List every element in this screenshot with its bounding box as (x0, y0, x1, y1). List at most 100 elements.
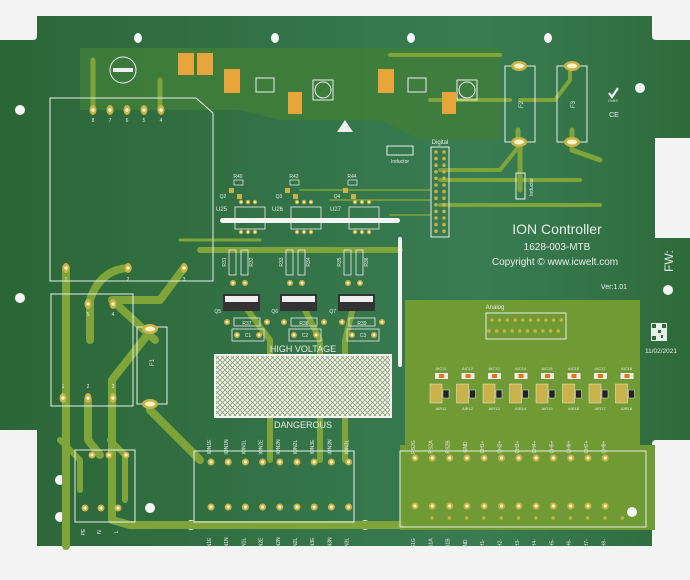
ion-pad-top (345, 458, 353, 466)
power-input-outline (74, 449, 136, 523)
driver-pad (359, 199, 365, 205)
power-pin (114, 504, 122, 512)
analog-pad-top (515, 454, 523, 462)
air-label: AIR17 (594, 406, 606, 411)
triac-pad (264, 319, 270, 325)
high-voltage-mesh (214, 354, 392, 418)
ion-bottom-label: ION1L (241, 538, 247, 553)
cap-pad (256, 332, 262, 338)
driver-resistor-label: R40 (233, 174, 242, 180)
driver-transistor-label: Q4 (334, 194, 341, 200)
analog-bottom-label: CH3- (515, 539, 521, 551)
triac-resistor-label: R37 (242, 321, 251, 327)
driver-transistor-label: Q3 (276, 194, 283, 200)
esd-warning-icon (337, 120, 353, 132)
ion-top-label: ION1E (207, 439, 213, 455)
analog-pad-bottom (480, 502, 488, 510)
analog-pad-top (480, 454, 488, 462)
driver-ic-label: U27 (330, 207, 342, 213)
aic-label: AIC17 (594, 366, 606, 371)
analog-top-label: RS2A (428, 440, 434, 454)
triac-resistor-label: R34 (306, 257, 312, 266)
driver-pad (245, 229, 251, 235)
driver-pad (352, 229, 358, 235)
driver-ic-label: U26 (272, 207, 284, 213)
aic-label: AIC12 (462, 366, 474, 371)
driver-pad (301, 199, 307, 205)
cap-pad (349, 332, 355, 338)
ion-top-label: ION3E (310, 439, 316, 455)
inductor-2-label: Inductor (529, 178, 535, 196)
ion-pad-top (241, 458, 249, 466)
analog-bottom-label: CH6- (567, 539, 573, 551)
analog-top-label: RS2G (411, 440, 417, 454)
analog-top-label: CH4+ (532, 440, 538, 453)
driver-resistor-label: R44 (347, 174, 356, 180)
analog-pad-top (532, 454, 540, 462)
ion-top-label: ION1L (241, 440, 247, 455)
analog-bottom-label: CH8- (601, 539, 607, 551)
analog-input-components: AIC11AIR11AIC12AIR12AIC13AIR13AIC14AIR14… (429, 366, 635, 411)
analog-pad-bottom (532, 502, 540, 510)
air-label: AIR11 (436, 406, 448, 411)
dangerous-label: DANGEROUS (274, 420, 332, 430)
board-title: ION Controller (512, 221, 602, 237)
analog-top-label: CH8+ (601, 440, 607, 453)
fuse-pads (142, 61, 580, 409)
transformer-pin-label: 5 (87, 312, 90, 318)
air-label: AIR18 (621, 406, 633, 411)
analog-top-label: CH1+ (480, 440, 486, 453)
ion-pad-top (259, 458, 267, 466)
ion-connector-outline (193, 450, 355, 523)
analog-pad-bottom (567, 502, 575, 510)
digital-label: Digital (432, 140, 449, 146)
digital-header-pins (434, 150, 446, 233)
analog-top-label: CH5+ (549, 440, 555, 453)
relay-pin-label: 5 (143, 118, 146, 124)
transformer-pin-label: 4 (112, 312, 115, 318)
analog-pad-bottom (411, 502, 419, 510)
cap-pad (234, 332, 240, 338)
cap-pad (291, 332, 297, 338)
analog-pad-bottom (428, 502, 436, 510)
ion-top-label: ION1N (224, 439, 230, 455)
power-pin-label: L (114, 530, 120, 533)
analog-bottom-label: CH2- (498, 539, 504, 551)
ion-top-label: ION2N (276, 439, 282, 455)
transformer-outline (50, 293, 134, 407)
analog-pad-bottom (515, 502, 523, 510)
power-pin-label: PE (81, 528, 87, 535)
triac-label: Q7 (329, 309, 336, 315)
digital-header-outline (430, 146, 450, 238)
triac-pad (287, 280, 293, 286)
driver-pad (366, 229, 372, 235)
driver-pad (308, 229, 314, 235)
transformer-pin-label: 2 (87, 384, 90, 390)
triac-resistor-label: R32 (249, 257, 255, 266)
driver-transistor-label: Q2 (220, 194, 227, 200)
analog-bottom-label: RS1B (446, 538, 452, 552)
ion-bottom-label: ION2L (293, 538, 299, 553)
mains-pin-label: 2 (127, 277, 130, 283)
ion-pad-bottom (293, 503, 301, 511)
aic-label: AIC15 (541, 366, 553, 371)
ion-pad-top (310, 458, 318, 466)
ion-connector: ION1EION1EION1NION1NION1LION1LION2EION2E… (207, 439, 353, 553)
aic-label: AIC11 (436, 366, 448, 371)
triac-pad (379, 319, 385, 325)
inductor-1-label: Inductor (391, 159, 409, 165)
cap-label: C2 (302, 333, 309, 339)
ion-pad-top (207, 458, 215, 466)
triac-resistor-label: R38 (299, 321, 308, 327)
analog-top-label: CH3+ (515, 440, 521, 453)
analog-pad-top (498, 454, 505, 462)
fw-label-area[interactable] (655, 138, 690, 238)
fuse-f1-label: F1 (150, 358, 156, 366)
triac-pad (321, 319, 327, 325)
analog-top-label: RS2B (446, 440, 452, 454)
driver-pad (359, 229, 365, 235)
